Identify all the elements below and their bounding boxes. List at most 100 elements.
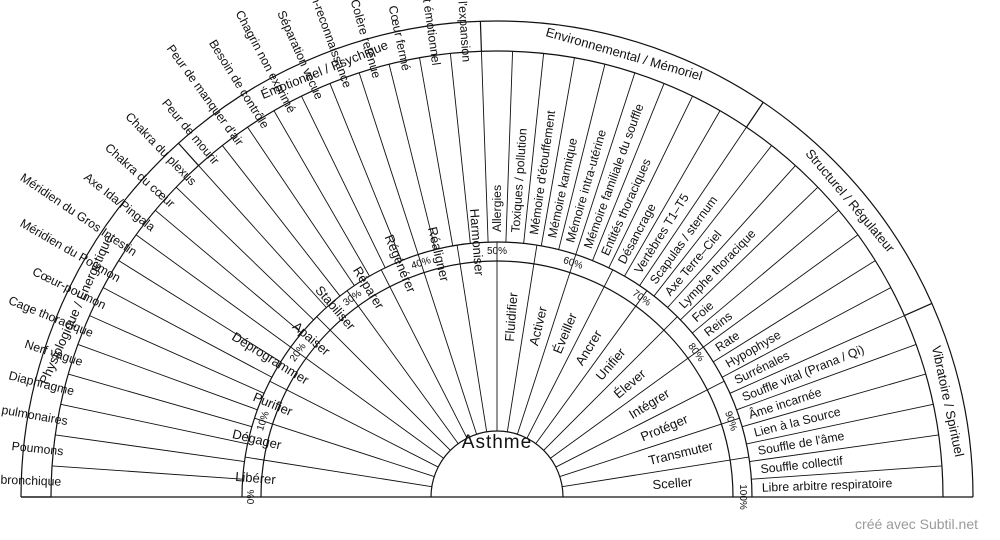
action-divider	[535, 290, 648, 444]
percentage-label: 60%	[562, 255, 585, 272]
action-label: Intégrer	[626, 385, 673, 422]
item-divider	[155, 209, 302, 334]
percentage-label: 20%	[288, 341, 309, 364]
item-divider	[135, 234, 291, 348]
item-divider	[247, 126, 355, 286]
action-divider	[555, 380, 725, 468]
item-label: Méridien du Gros Intestin	[18, 171, 140, 260]
item-divider	[419, 57, 454, 246]
category-divider	[904, 302, 933, 317]
item-divider	[639, 126, 747, 286]
percentage-label: 10%	[255, 410, 272, 433]
category-divider	[178, 142, 200, 166]
item-divider	[592, 83, 665, 261]
item-divider	[89, 315, 265, 394]
item-divider	[729, 315, 905, 394]
category-label: Structurel / Régulateur	[803, 146, 899, 256]
item-label: Alvéoles pulmonaires	[0, 394, 69, 428]
item-divider	[741, 373, 926, 428]
item-divider	[175, 186, 314, 321]
action-divider	[254, 417, 435, 478]
action-divider	[290, 346, 444, 459]
item-divider	[721, 287, 892, 378]
action-divider	[526, 269, 614, 439]
item-divider	[746, 403, 934, 445]
item-divider	[68, 373, 253, 428]
item-divider	[52, 465, 243, 480]
item-divider	[653, 145, 772, 297]
action-label: Unifier	[593, 344, 629, 383]
item-divider	[198, 165, 327, 308]
percentage-label: 70%	[630, 288, 653, 309]
category-divider	[745, 102, 764, 128]
action-label: Purifier	[251, 389, 295, 419]
item-label: Allergies	[490, 185, 504, 232]
item-divider	[608, 95, 693, 269]
percentage-label: 40%	[410, 255, 433, 272]
action-divider	[417, 254, 478, 435]
action-divider	[316, 316, 451, 451]
action-label: Protéger	[638, 411, 690, 444]
percentage-label: 50%	[487, 246, 507, 257]
percentage-label: 90%	[722, 410, 739, 433]
action-divider	[543, 316, 678, 451]
credit-text: créé avec Subtil.net	[855, 516, 978, 532]
item-divider	[222, 145, 341, 297]
item-divider	[680, 186, 819, 321]
item-divider	[329, 83, 402, 261]
item-divider	[388, 64, 436, 250]
action-divider	[550, 346, 704, 459]
action-label: Fluidifier	[502, 291, 521, 342]
item-label: Souffle collectif	[760, 454, 844, 477]
action-divider	[456, 245, 488, 432]
category-label: Vibratoire / Spirituel	[929, 344, 967, 458]
action-divider	[506, 245, 538, 432]
item-divider	[60, 403, 248, 445]
action-divider	[562, 456, 749, 488]
percentage-label: 80%	[685, 341, 706, 364]
item-divider	[102, 287, 273, 378]
action-label: Éveiller	[550, 310, 580, 356]
action-label: Libérer	[235, 469, 277, 487]
item-divider	[713, 260, 876, 363]
item-divider	[575, 72, 636, 255]
item-divider	[118, 260, 281, 363]
action-label: Transmuter	[647, 438, 715, 468]
category-label: Environnemental / Mémoriel	[544, 24, 704, 83]
ring-3	[50, 50, 944, 498]
item-divider	[449, 53, 471, 244]
item-divider	[505, 51, 514, 243]
item-divider	[523, 53, 545, 244]
chart-title: Asthme	[462, 432, 532, 453]
item-divider	[667, 165, 796, 308]
item-label: Poumons	[11, 439, 64, 458]
action-label: Sceller	[652, 474, 693, 492]
action-label: Activer	[526, 304, 550, 347]
item-divider	[624, 110, 721, 277]
item-divider	[558, 64, 606, 250]
item-label: Cœur fermé	[386, 4, 414, 72]
action-divider	[559, 417, 740, 478]
category-divider	[479, 21, 483, 52]
item-divider	[301, 95, 386, 269]
ring-4	[20, 20, 974, 498]
action-divider	[516, 254, 577, 435]
chart-lines	[20, 20, 974, 498]
action-label: Élever	[611, 366, 649, 402]
item-divider	[480, 51, 489, 243]
percentage-label: 100%	[737, 484, 748, 510]
item-divider	[736, 344, 917, 411]
item-label: Libre arbitre respiratoire	[762, 476, 893, 495]
action-label: Ancrer	[572, 327, 605, 368]
item-divider	[273, 110, 370, 277]
ring-0	[430, 430, 564, 498]
percentage-label: 30%	[341, 288, 364, 309]
item-divider	[703, 234, 859, 348]
item-divider	[749, 434, 939, 462]
item-divider	[77, 344, 258, 411]
item-divider	[358, 72, 419, 255]
action-label: Harmoniser	[467, 208, 487, 277]
item-divider	[55, 434, 245, 462]
action-divider	[269, 380, 439, 468]
